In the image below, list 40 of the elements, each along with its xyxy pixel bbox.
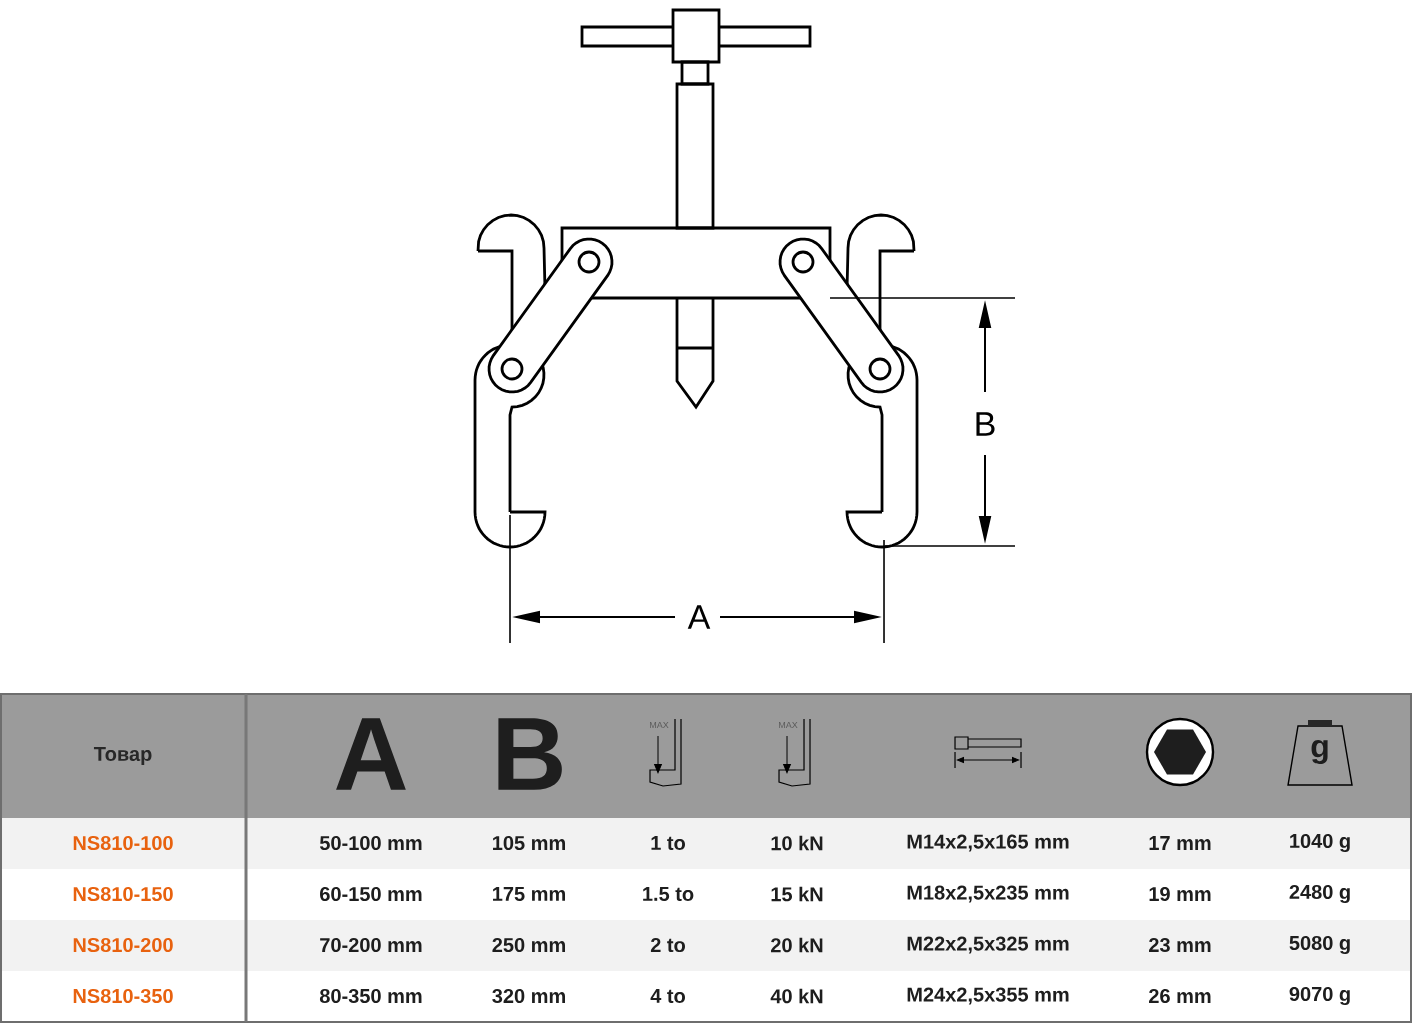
table-cell-text: 17 mm — [1149, 836, 1211, 850]
icon-label: MAX — [779, 721, 798, 729]
product-code: NS810-200 — [73, 937, 173, 953]
table-cell-text: 10 kN — [771, 835, 823, 851]
table-cell-text: 2 to — [650, 937, 685, 953]
table-cell-text: 320 mm — [492, 988, 565, 1004]
table-cell-text: 15 kN — [771, 886, 823, 902]
table-cell-text: 50-100 mm — [319, 835, 422, 851]
table-cell-text: 20 kN — [771, 937, 823, 953]
table-cell-text: 19 mm — [1149, 886, 1211, 902]
table-cell-text: 105 mm — [493, 835, 565, 851]
header-cell-text: Товар — [93, 747, 152, 765]
table-cell-text: 23 mm — [1149, 937, 1211, 953]
table-cell-text: 40 kN — [770, 988, 823, 1004]
table-cell-text: 250 mm — [492, 937, 565, 953]
table-cell-text: 1 to — [651, 836, 685, 850]
product-code: NS810-350 — [73, 988, 173, 1004]
table-cell-text: 80-350 mm — [319, 988, 422, 1004]
table-cell-text: 175 mm — [493, 887, 565, 901]
table-cell-text: 2480 g — [1289, 884, 1350, 904]
table-cell-text: M24x2,5x355 mm — [907, 987, 1069, 1005]
header-letter: A — [336, 718, 406, 790]
table-cell-text: 70-200 mm — [320, 937, 422, 953]
table-cell-text: M14x2,5x165 mm — [907, 834, 1069, 852]
table-cell-text: 1.5 to — [643, 887, 694, 901]
table-cell-text: 4 to — [650, 989, 685, 1003]
table-cell-text: M18x2,5x235 mm — [907, 885, 1069, 903]
product-code: NS810-150 — [73, 886, 173, 902]
icon-label: MAX — [650, 721, 669, 729]
table-cell-text: 9070 g — [1289, 986, 1350, 1006]
table-cell-text: M22x2,5x325 mm — [907, 936, 1069, 954]
product-code: NS810-100 — [73, 835, 173, 851]
table-cell-text: 60-150 mm — [320, 886, 422, 902]
dimension-label: A — [687, 605, 711, 629]
icon-label: g — [1311, 740, 1328, 764]
dimension-label: B — [976, 412, 995, 436]
table-cell-text: 5080 g — [1289, 935, 1350, 955]
header-letter: B — [498, 718, 562, 790]
table-cell-text: 26 mm — [1149, 988, 1211, 1004]
table-cell-text: 1040 g — [1290, 833, 1350, 853]
